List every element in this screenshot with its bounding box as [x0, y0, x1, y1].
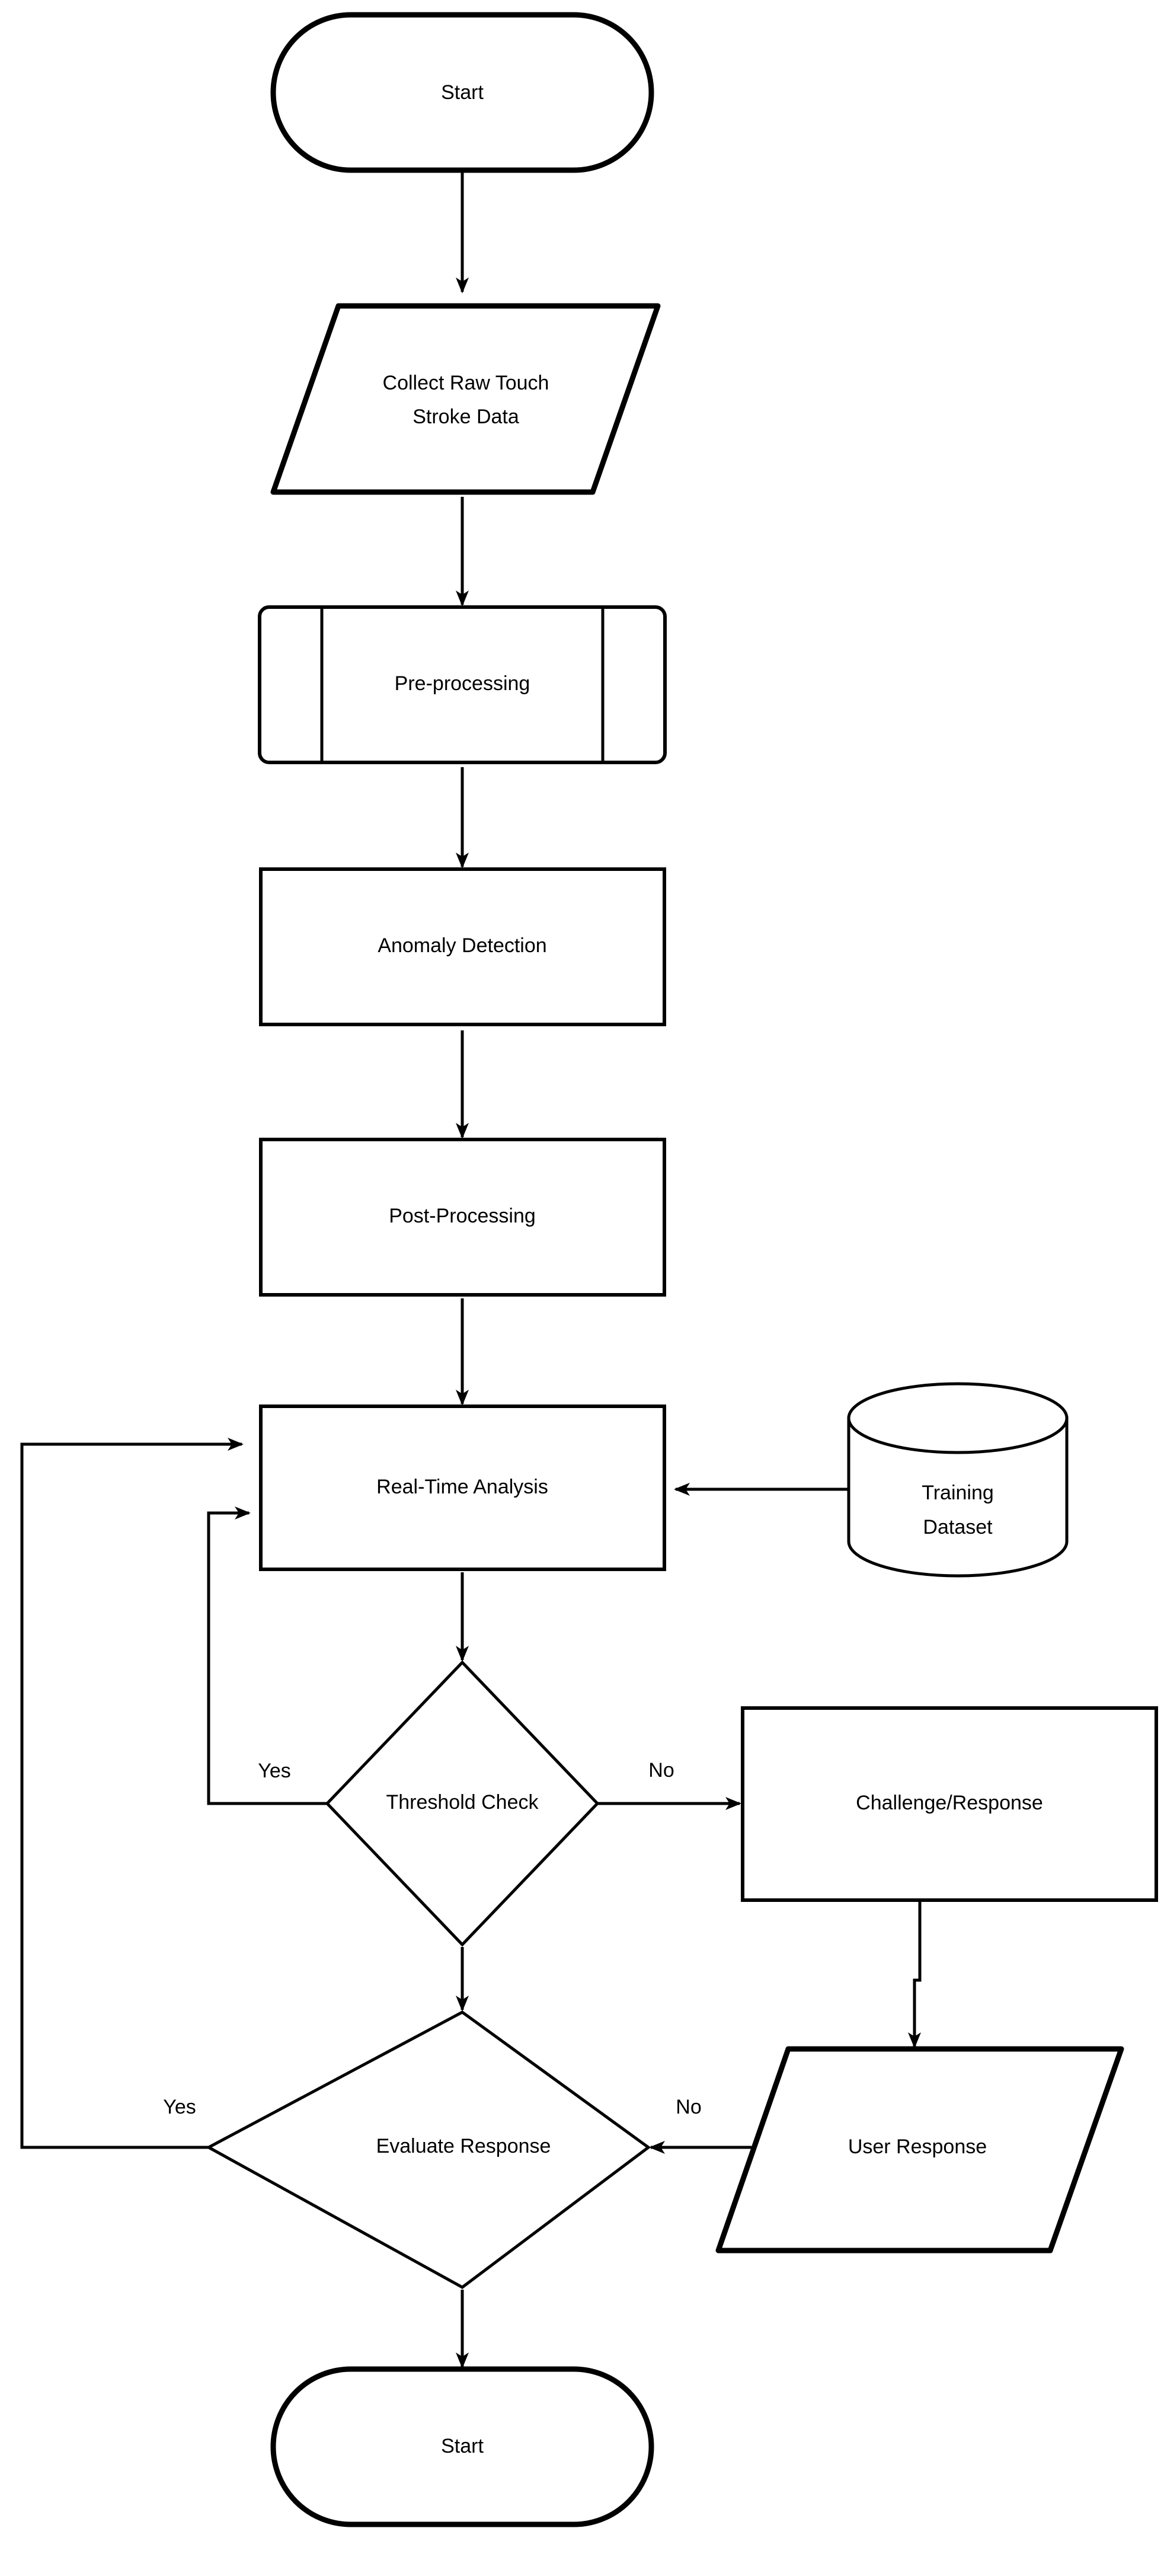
edge-label-evaluate-yes: Yes: [163, 2096, 196, 2118]
edge-threshold-yes-to-realtime: [207, 1506, 327, 1805]
node-postprocessing-label: Post-Processing: [389, 1205, 536, 1227]
node-evaluate-response[interactable]: Evaluate Response: [205, 2010, 651, 2289]
node-preprocessing[interactable]: Pre-processing: [258, 605, 667, 764]
node-start-label: Start: [441, 81, 484, 104]
node-challenge-label: Challenge/Response: [856, 1792, 1043, 1814]
edge-label-threshold-no: No: [648, 1759, 674, 1782]
node-training-label-line2: Dataset: [923, 1516, 993, 1538]
node-challenge-response[interactable]: Challenge/Response: [741, 1706, 1158, 1902]
node-end[interactable]: Start: [270, 2366, 654, 2527]
node-collect-label-line2: Stroke Data: [412, 406, 519, 428]
node-post-processing[interactable]: Post-Processing: [259, 1138, 666, 1297]
node-userresponse-label: User Response: [848, 2136, 987, 2158]
edge-evaluate-yes-to-realtime: [20, 1438, 244, 2149]
node-anomaly-detection[interactable]: Anomaly Detection: [259, 867, 666, 1026]
node-threshold-check[interactable]: Threshold Check: [325, 1660, 600, 1947]
node-preprocessing-label: Pre-processing: [395, 672, 530, 695]
node-end-label: Start: [441, 2435, 484, 2457]
node-collect-label-line1: Collect Raw Touch: [383, 372, 549, 394]
node-anomaly-label: Anomaly Detection: [378, 934, 546, 957]
node-realtime-label: Real-Time Analysis: [376, 1476, 548, 1498]
edge-label-evaluate-no: No: [676, 2096, 701, 2118]
node-real-time-analysis[interactable]: Real-Time Analysis: [259, 1404, 666, 1571]
node-start[interactable]: Start: [270, 12, 654, 173]
node-evaluate-label: Evaluate Response: [376, 2135, 551, 2157]
edge-label-threshold-yes: Yes: [258, 1760, 290, 1782]
node-threshold-label: Threshold Check: [386, 1791, 539, 1814]
node-training-label-line1: Training: [922, 1482, 994, 1504]
edge-challenge-to-userresponse: [908, 1902, 922, 2048]
node-collect-raw-touch-stroke-data[interactable]: Collect Raw Touch Stroke Data: [270, 303, 661, 495]
node-user-response[interactable]: User Response: [715, 2046, 1124, 2253]
node-training-dataset[interactable]: Training Dataset: [847, 1382, 1069, 1578]
